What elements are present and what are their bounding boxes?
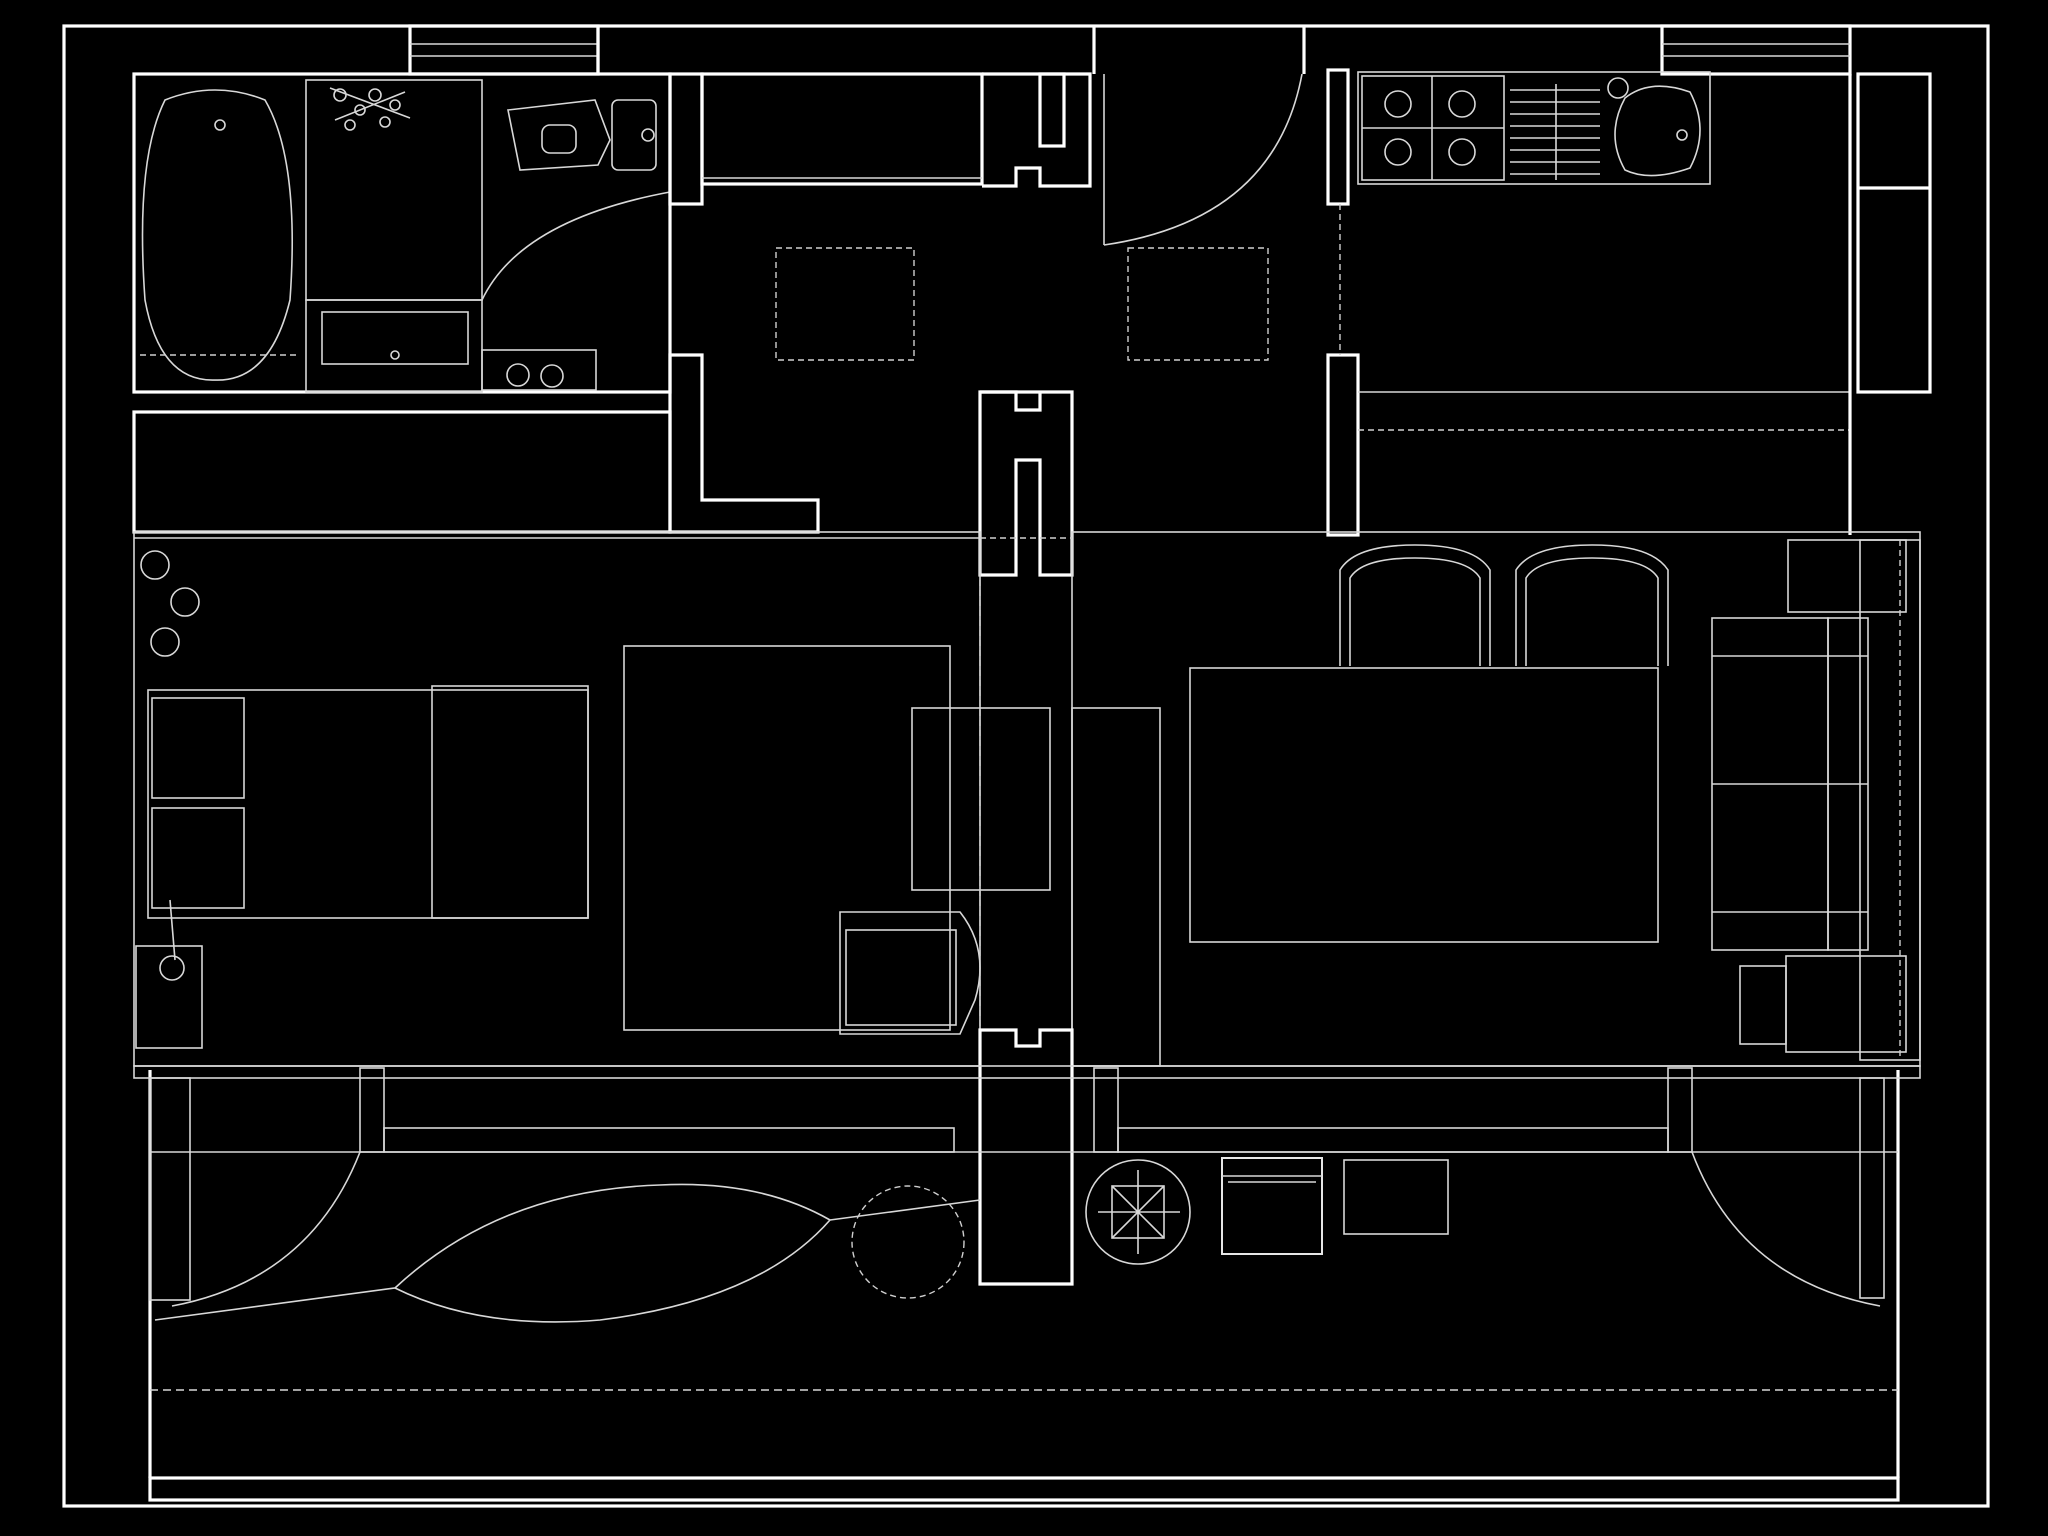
dining-chair-2 xyxy=(1515,544,1669,666)
balcony-door-left xyxy=(171,1151,361,1307)
sink-basin xyxy=(321,311,469,365)
ceiling-light-2 xyxy=(1127,247,1269,361)
shower-tray xyxy=(305,79,483,301)
bathroom xyxy=(132,72,704,394)
round-table xyxy=(851,1185,965,1299)
vanity xyxy=(305,299,483,393)
tv-unit xyxy=(1785,955,1907,1053)
center-column xyxy=(978,1028,1074,1286)
hammock xyxy=(154,1183,832,1323)
balcony-door-right xyxy=(1691,1151,1881,1307)
bed-blanket xyxy=(431,685,589,919)
bedroom-rug xyxy=(623,645,951,1031)
bathtub xyxy=(141,89,293,381)
side-cabinet xyxy=(1787,539,1907,613)
tall-cabinet xyxy=(1856,72,1932,394)
wardrobe xyxy=(700,72,984,186)
drying-rack xyxy=(1510,84,1600,180)
exterior-walls xyxy=(62,24,1990,1508)
living-dining xyxy=(979,531,1921,1067)
dining-chair-1 xyxy=(1339,544,1491,666)
bedroom xyxy=(133,531,1051,1067)
kitchen xyxy=(1326,68,1932,537)
ceiling-light-1 xyxy=(775,247,915,361)
entry-door-swing xyxy=(1103,73,1303,246)
tub-drain-icon xyxy=(214,119,226,131)
bbq-grill xyxy=(1221,1157,1323,1255)
pillow-2 xyxy=(151,807,245,909)
speaker xyxy=(1739,965,1787,1045)
toilet-tank xyxy=(611,99,657,171)
plant-pot-2 xyxy=(170,587,200,617)
potted-plant xyxy=(1085,1159,1191,1265)
kitchen-sink xyxy=(1614,85,1701,177)
toilet xyxy=(507,99,611,171)
plant-icon xyxy=(329,87,411,131)
bed xyxy=(147,689,589,919)
nightstand xyxy=(135,945,203,1049)
plant-pot-3 xyxy=(150,627,180,657)
kitchen-counter xyxy=(1357,71,1711,185)
top-windows xyxy=(408,24,1852,76)
bath-door-swing xyxy=(481,191,671,301)
pillow-1 xyxy=(151,697,245,799)
storage-box xyxy=(1343,1159,1449,1235)
balcony xyxy=(133,1065,1921,1323)
lamp-icon xyxy=(159,955,185,981)
dining-table xyxy=(1189,667,1659,943)
hallway xyxy=(132,72,1303,577)
plant-pot-1 xyxy=(140,550,170,580)
desk xyxy=(911,707,1051,891)
